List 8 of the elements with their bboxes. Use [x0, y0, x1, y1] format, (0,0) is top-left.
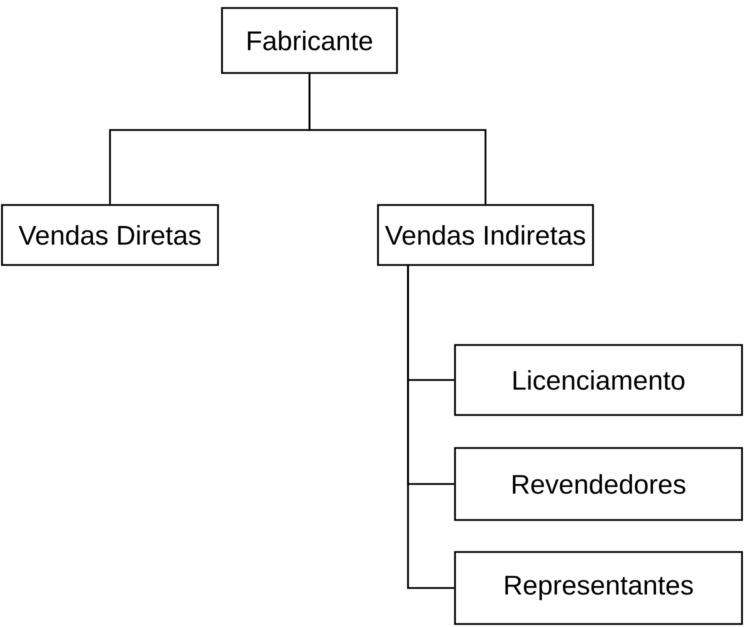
org-box: Vendas Diretas — [1, 204, 219, 266]
org-box: Licenciamento — [454, 344, 743, 416]
connector-line — [308, 74, 486, 204]
org-box: Representantes — [454, 551, 743, 625]
org-box: Fabricante — [221, 7, 398, 74]
org-box: Vendas Indiretas — [377, 204, 594, 266]
org-box: Revendedores — [454, 447, 743, 521]
connector-line — [407, 265, 454, 589]
